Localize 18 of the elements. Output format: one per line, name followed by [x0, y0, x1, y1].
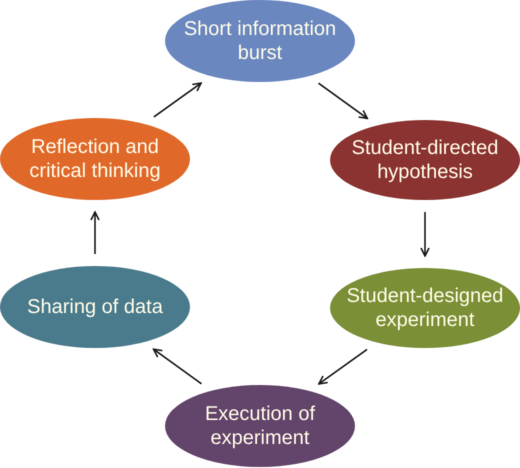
arrow: [318, 82, 368, 120]
stage-ellipse: [165, 0, 355, 82]
stage-ellipse: [330, 268, 520, 348]
step-label: Reflection and critical thinking: [28, 135, 162, 183]
stage-ellipse: [165, 385, 355, 467]
step-label: Short information burst: [182, 17, 338, 65]
arrow: [420, 212, 430, 257]
step-label: Execution of experiment: [204, 402, 316, 450]
step-label: Student-designed experiment: [346, 284, 504, 332]
arrow: [153, 82, 202, 118]
stage-ellipse: [0, 266, 190, 348]
stage-ellipse: [330, 120, 520, 200]
arrow: [318, 348, 368, 385]
step-label: Student-directed hypothesis: [350, 136, 500, 184]
arrow: [152, 348, 202, 384]
step-label: Sharing of data: [27, 295, 163, 319]
arrow: [90, 211, 100, 254]
stage-ellipse: [0, 118, 190, 200]
